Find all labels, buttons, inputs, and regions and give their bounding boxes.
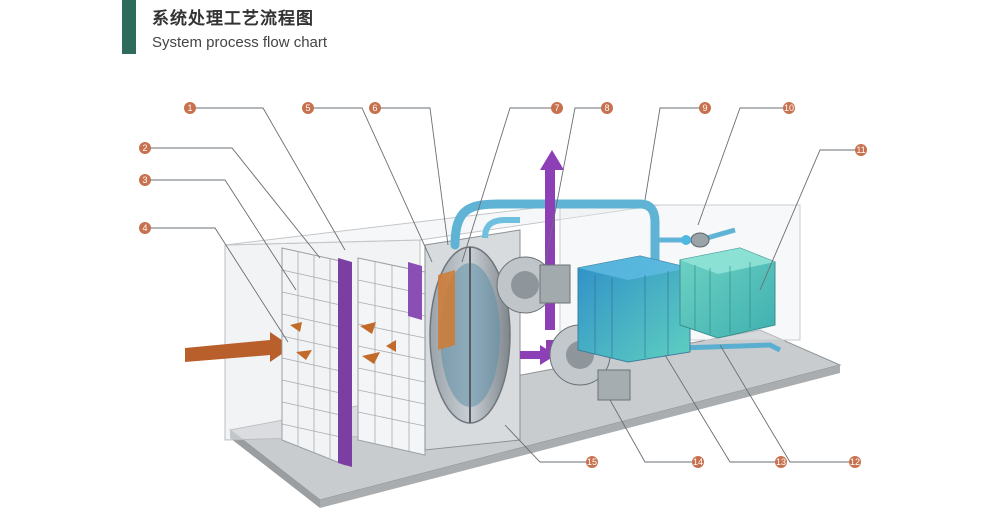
callout-label-10: 10 xyxy=(784,103,794,113)
callout-label-2: 2 xyxy=(142,143,147,153)
control-valve xyxy=(691,233,709,247)
callout-label-3: 3 xyxy=(142,175,147,185)
exhaust-arrow-up xyxy=(540,150,564,170)
callout-label-5: 5 xyxy=(305,103,310,113)
callout-label-12: 12 xyxy=(850,457,860,467)
callout-label-13: 13 xyxy=(776,457,786,467)
rotor-desorption-zone xyxy=(438,270,455,350)
callout-label-11: 11 xyxy=(856,145,865,155)
callout-label-4: 4 xyxy=(142,223,147,233)
primary-filter-grid xyxy=(282,248,345,465)
desorption-fan-motor xyxy=(540,265,570,303)
callout-label-8: 8 xyxy=(604,103,609,113)
primary-filter-media xyxy=(338,258,352,467)
callout-label-6: 6 xyxy=(372,103,377,113)
callout-label-1: 1 xyxy=(187,103,192,113)
secondary-filter-media xyxy=(408,262,422,320)
callout-label-7: 7 xyxy=(554,103,559,113)
callout-label-15: 15 xyxy=(587,457,597,467)
callout-label-14: 14 xyxy=(693,457,703,467)
main-fan-motor xyxy=(598,370,630,400)
callout-label-9: 9 xyxy=(702,103,707,113)
